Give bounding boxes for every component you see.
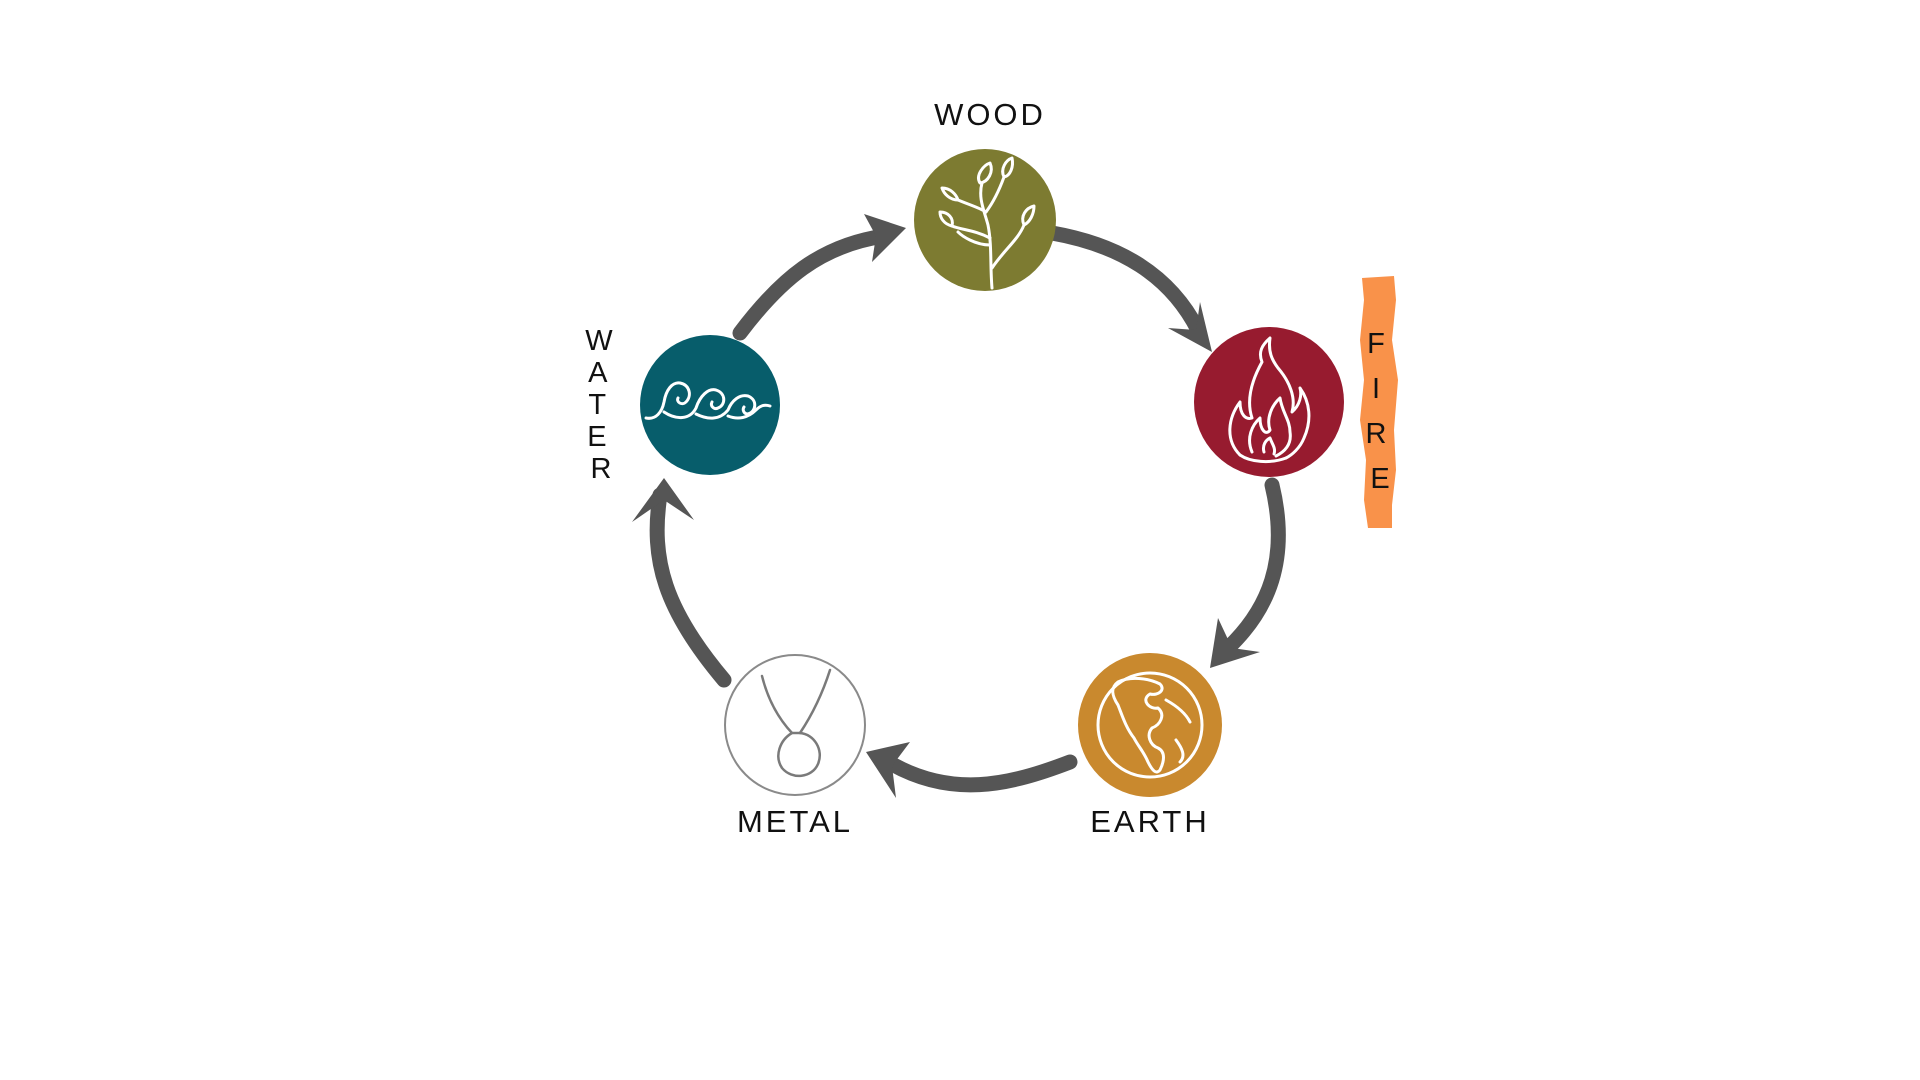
fire-label-letter-3: R bbox=[1365, 418, 1386, 450]
fire-label-letter-1: F bbox=[1367, 328, 1385, 360]
arrow-wood-to-fire bbox=[1044, 225, 1212, 352]
fire-node: F I R E bbox=[1194, 327, 1394, 495]
cycle-arrows bbox=[632, 214, 1286, 798]
earth-label: EARTH bbox=[1090, 804, 1210, 839]
earth-circle bbox=[1078, 653, 1222, 797]
fire-highlight-strip bbox=[1360, 276, 1398, 528]
water-label-letter-3: T bbox=[588, 389, 606, 421]
arrow-metal-to-water bbox=[632, 478, 732, 688]
water-node: W A T E R bbox=[585, 325, 780, 485]
wood-label: WOOD bbox=[934, 97, 1046, 132]
water-label-letter-2: A bbox=[588, 357, 608, 389]
metal-circle bbox=[724, 654, 866, 796]
fire-label-letter-4: E bbox=[1370, 463, 1389, 495]
arrow-water-to-wood bbox=[732, 214, 906, 341]
wood-circle bbox=[914, 149, 1056, 291]
waves-icon bbox=[644, 381, 772, 420]
arrow-earth-to-metal bbox=[866, 742, 1078, 798]
metal-label: METAL bbox=[737, 804, 853, 839]
sprout-icon bbox=[938, 156, 1036, 290]
arrow-fire-to-earth bbox=[1210, 477, 1286, 668]
water-label-letter-5: R bbox=[591, 453, 612, 485]
water-label: W A T E R bbox=[585, 325, 620, 485]
earth-node: EARTH bbox=[1078, 653, 1222, 839]
fire-label: F I R E bbox=[1365, 328, 1394, 495]
water-label-letter-4: E bbox=[587, 421, 606, 453]
globe-icon bbox=[1096, 671, 1204, 779]
pendant-icon bbox=[760, 668, 832, 777]
metal-node: METAL bbox=[724, 654, 866, 839]
flame-icon bbox=[1228, 336, 1311, 464]
wood-node: WOOD bbox=[914, 97, 1056, 291]
water-label-letter-1: W bbox=[585, 325, 613, 357]
fire-label-letter-2: I bbox=[1372, 373, 1380, 405]
